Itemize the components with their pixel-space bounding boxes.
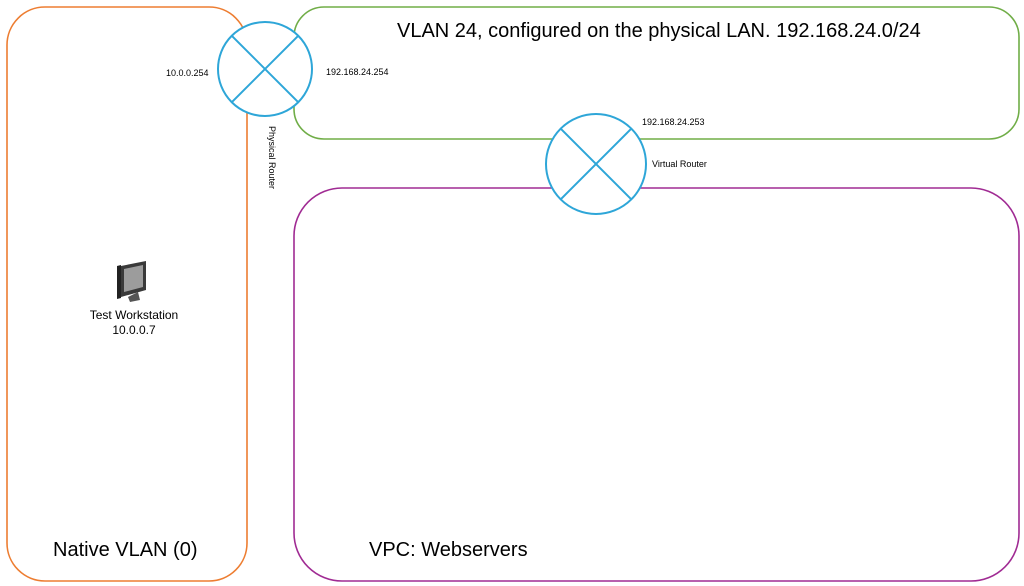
physical-router-icon (217, 21, 313, 117)
virtual-router-ip: 192.168.24.253 (642, 117, 705, 127)
physical-router-left-ip: 10.0.0.254 (166, 68, 209, 78)
physical-router-name: Physical Router (267, 126, 277, 190)
vpc-zone-label: VPC: Webservers (369, 539, 528, 561)
desktop-computer-icon (117, 261, 146, 302)
workstation-ip: 10.0.0.7 (112, 323, 156, 337)
native-vlan-zone-label: Native VLAN (0) (53, 539, 198, 561)
native-vlan-zone (6, 6, 248, 582)
vlan24-zone-label: VLAN 24, configured on the physical LAN.… (397, 20, 921, 42)
virtual-router-icon (545, 113, 647, 215)
workstation-name: Test Workstation (89, 308, 179, 322)
virtual-router-name: Virtual Router (652, 159, 707, 169)
vpc-zone (293, 187, 1020, 582)
physical-router-right-ip: 192.168.24.254 (326, 67, 389, 77)
